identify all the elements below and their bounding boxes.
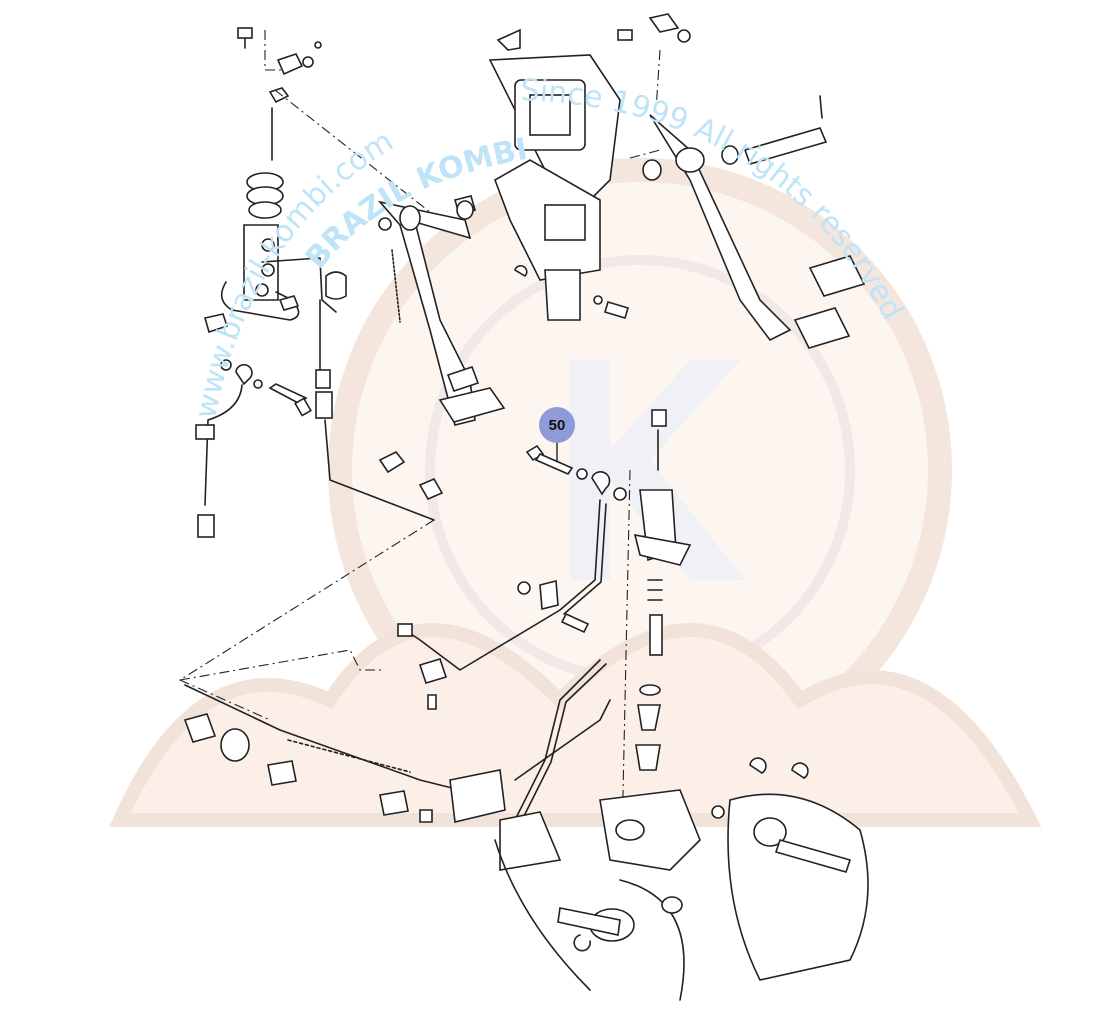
slave-cylinder: [621, 409, 692, 841]
brake-pedal: [617, 13, 866, 349]
callout-50[interactable]: 50: [539, 407, 575, 462]
callout-label: 50: [549, 417, 566, 434]
line-clips: [183, 450, 590, 823]
clutch-master-cylinder: [195, 27, 435, 538]
clutch-pedal: [274, 89, 506, 426]
pedal-bracket: [456, 28, 661, 321]
hydraulic-lines: [178, 499, 611, 823]
callout-circle[interactable]: [539, 407, 575, 443]
pivot-bolt-assembly: [525, 444, 627, 501]
transmission: [449, 757, 869, 1001]
